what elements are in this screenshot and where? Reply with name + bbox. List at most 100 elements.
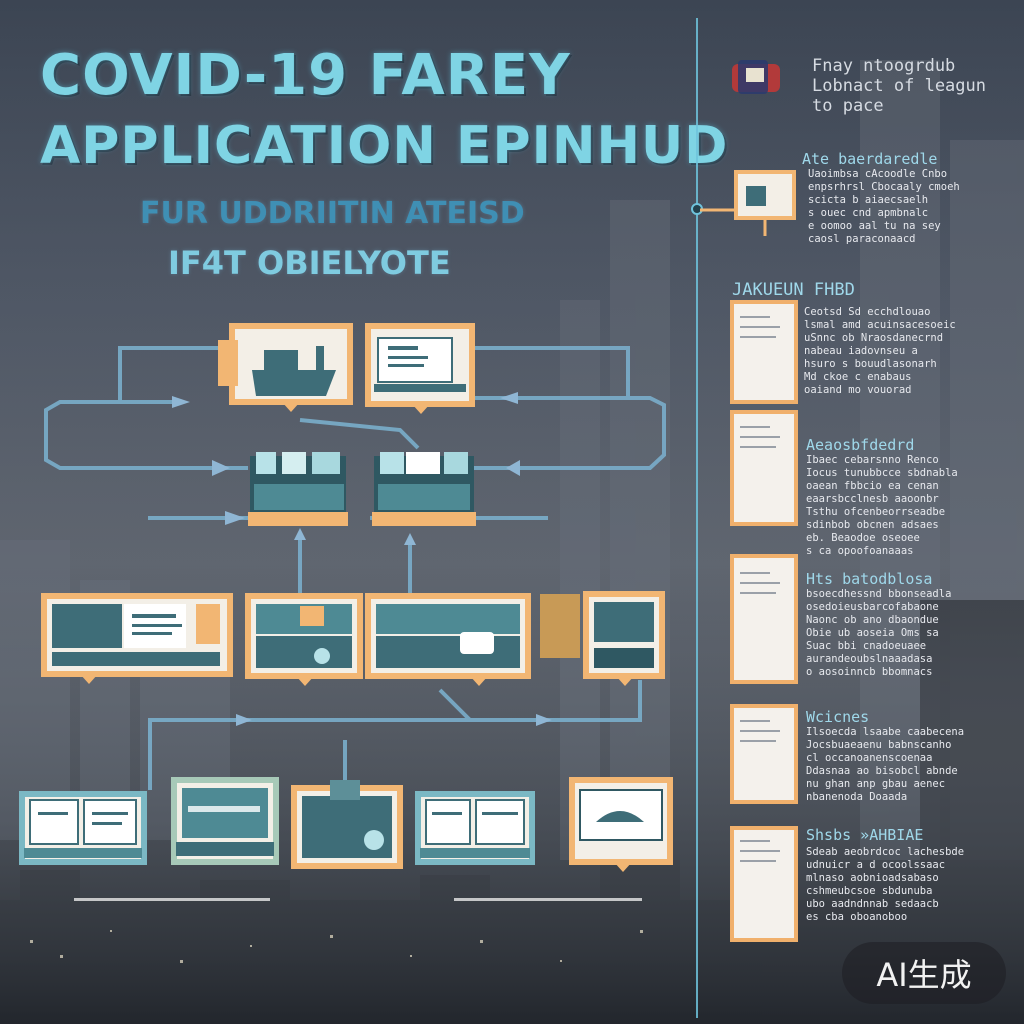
section-title: Ate baerdaredle [802, 150, 938, 168]
section-line: enpsrhrsl Cbocaaly cmoeh [808, 181, 960, 193]
right-panel-header: Fnay ntoogrdub Lobnact of leagun to pace [812, 56, 1012, 116]
section-text: Sdeab aeobrdcoc lachesbde udnuicr a d oc… [806, 846, 991, 924]
timeline-line [696, 18, 698, 1018]
section-line: Naonc ob ano dbaondue [806, 614, 939, 626]
section-line: ubo aadndnnab sedaacb [806, 898, 939, 910]
section-line: Ddasnaa ao bisobcl abnde [806, 765, 958, 777]
divider [454, 898, 642, 901]
connector-line [148, 680, 642, 790]
connector-line [470, 396, 666, 470]
laptop-card-2 [171, 777, 279, 865]
section-line: Tsthu ofcenbeorrseadbe [806, 506, 946, 518]
section-line: nu ghan anp gbau aenec [806, 778, 946, 790]
section-text: Ibaec cebarsnno Renco Iocus tunubbcce sb… [806, 454, 991, 558]
section-line: Ilsoecda lsaabe caabecena [806, 726, 965, 738]
lab-card [245, 593, 363, 686]
arrow-head [404, 533, 416, 545]
connector-line [474, 346, 630, 400]
page-title-line-2: APPLICATION EPINHUD [40, 116, 729, 176]
arrow-head [236, 714, 252, 726]
section-title: Hts batodblosa [806, 570, 933, 588]
right-header-line: Fnay ntoogrdub [812, 56, 956, 76]
section-title: Wcicnes [806, 708, 870, 726]
section-line: s ca opoofoanaaas [806, 545, 914, 557]
logo-icon [732, 60, 780, 94]
screen-card [569, 777, 673, 872]
section-text: bsoecdhessnd bbonseadla osedoieusbarcofa… [806, 588, 991, 679]
section-text: Uaoimbsa cAcoodle Cnbo enpsrhrsl Cbocaal… [808, 168, 993, 246]
section-line: Obie ub aoseia Oms sa [806, 627, 939, 639]
section-line: mlnaso aobnioadsabaso [806, 872, 939, 884]
document-card [365, 323, 475, 414]
timeline-icon-0 [700, 170, 796, 236]
equipment-card [291, 780, 403, 869]
section-line: o aosoinncb bbomnacs [806, 666, 933, 678]
section-line: uSnnc ob Nraosdanecrnd [804, 332, 944, 344]
laptop-card-3 [415, 791, 535, 865]
section-line: s ouec cnd apmbnalc [808, 207, 929, 219]
section-line: Md ckoe c enabaus [804, 371, 912, 383]
section-line: es cba oboanoboo [806, 911, 908, 923]
page-title-line-1: COVID-19 FAREY [40, 43, 571, 108]
title-block: COVID-19 FAREY APPLICATION EPINHUD [40, 43, 729, 178]
ai-generated-watermark: AI生成 [842, 942, 1006, 1004]
section-line: lsmal amd acuinsacesoeic [804, 319, 956, 331]
section-line: Ibaec cebarsnno Renco [806, 454, 939, 466]
right-header-line: to pace [812, 96, 884, 116]
section-title: JAKUEUN FHBD [732, 280, 855, 300]
chat-card [365, 593, 531, 686]
section-line: nabeau iadovnseu a [804, 345, 918, 357]
section-line: scicta b aiaecsaelh [808, 194, 929, 206]
arrow-head [500, 392, 518, 404]
section-line: Ceotsd Sd ecchdlouao [804, 306, 931, 318]
office-card [41, 593, 233, 684]
section-line: nbanenoda Doaada [806, 791, 908, 803]
connector-line [438, 688, 472, 722]
arrow-head [212, 460, 230, 476]
section-line: aurandeoubslnaaadasa [806, 653, 933, 665]
monitor-card [540, 591, 665, 686]
connector-line [118, 346, 236, 400]
section-line: Sdeab aeobrdcoc lachesbde [806, 846, 965, 858]
section-line: Jocsbuaeaenu babnscanho [806, 739, 952, 751]
section-line: eaarsbcclnesb aaoonbr [806, 493, 939, 505]
timeline-doc-3 [730, 554, 798, 684]
section-line: oaiand mo vouorad [804, 384, 912, 396]
divider [74, 898, 270, 901]
section-line: sdinbob obcnen adsaes [806, 519, 939, 531]
section-line: e oomoo aal tu na sey [808, 220, 941, 232]
section-line: oaean fbbcio ea cenan [806, 480, 939, 492]
section-title: Aeaosbfdedrd [806, 436, 915, 454]
section-title: Shsbs »AHBIAE [806, 826, 924, 844]
section-line: caosl paraconaacd [808, 233, 916, 245]
timeline-doc-5 [730, 826, 798, 942]
subtitle-line-2: IF4T OBIELYOTE [168, 244, 451, 282]
section-line: eb. Beaodoe oseoee [806, 532, 920, 544]
timeline-doc-details [740, 316, 780, 862]
laptop-card-1 [19, 791, 147, 865]
arrow-head [225, 511, 245, 525]
section-text: Ceotsd Sd ecchdlouao lsmal amd acuinsace… [804, 306, 989, 397]
server-unit-left [248, 452, 348, 526]
ship-card [218, 323, 353, 412]
section-line: cl occanoanenscoenaa [806, 752, 933, 764]
section-line: hsuro s bouudlasonarh [804, 358, 937, 370]
section-line: cshmeubcsoe sbdunuba [806, 885, 933, 897]
section-line: bsoecdhessnd bbonseadla [806, 588, 952, 600]
arrow-head [506, 460, 520, 476]
timeline-doc-2 [730, 410, 798, 526]
connector-line [299, 418, 420, 450]
section-line: Iocus tunubbcce sbdnabla [806, 467, 958, 479]
right-header-line: Lobnact of leagun [812, 76, 986, 96]
arrow-head [172, 396, 190, 408]
server-unit-right [372, 452, 476, 526]
section-line: osedoieusbarcofabaone [806, 601, 939, 613]
flow-diagram [19, 323, 673, 901]
section-text: Ilsoecda lsaabe caabecena Jocsbuaeaenu b… [806, 726, 991, 804]
section-line: Uaoimbsa cAcoodle Cnbo [808, 168, 948, 180]
section-line: udnuicr a d ocoolssaac [806, 859, 946, 871]
arrow-head [294, 528, 306, 540]
section-line: Suac bbi cnadoeuaee [806, 640, 927, 652]
subtitle-line-1: FUR UDDRIITIN ATEISD [140, 196, 525, 231]
connector-line [44, 400, 248, 470]
